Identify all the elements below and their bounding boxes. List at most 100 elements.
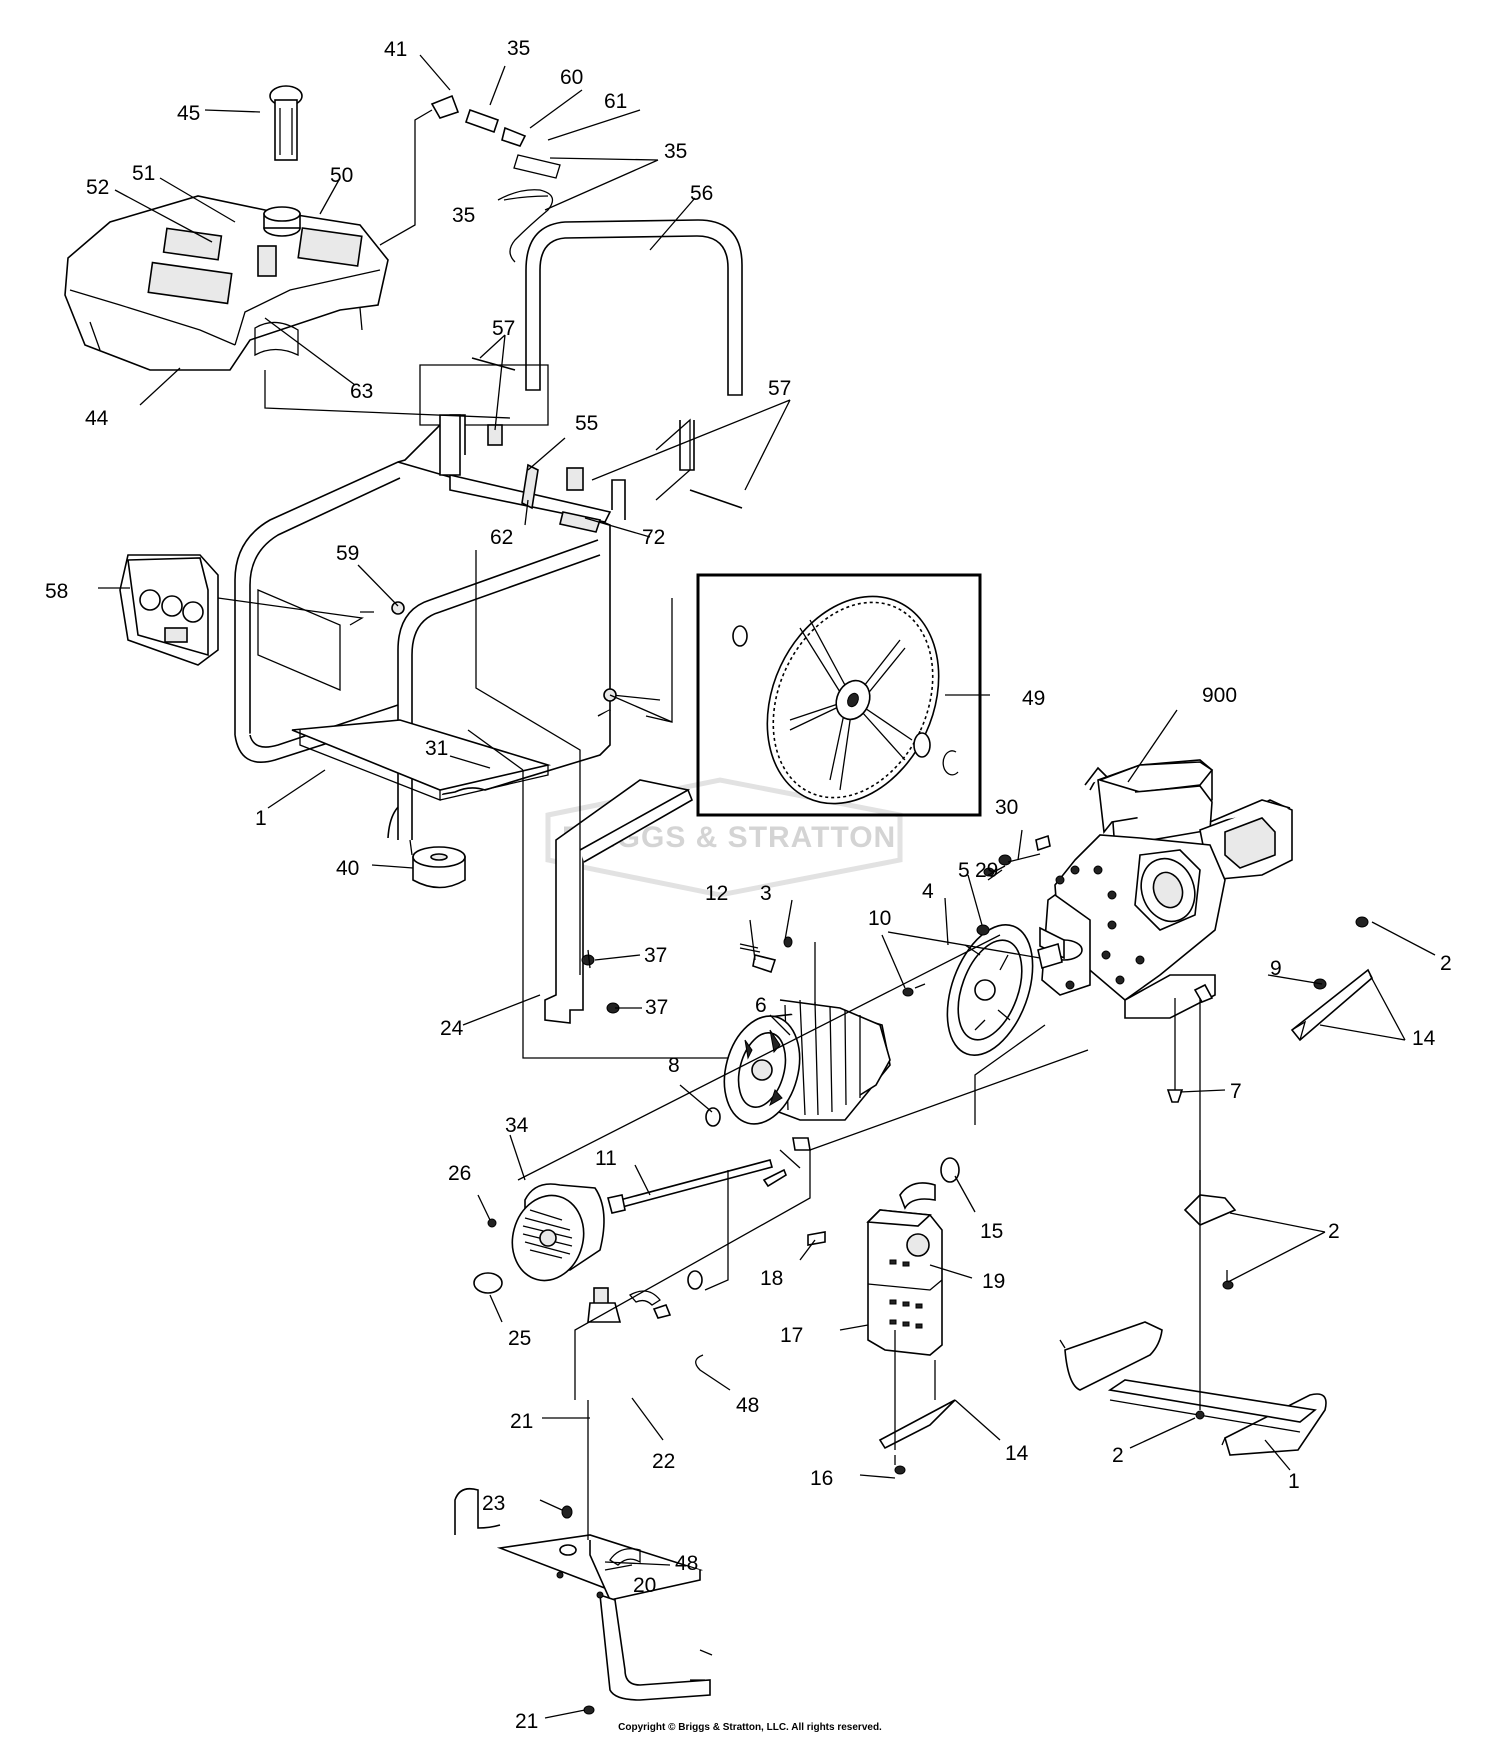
callout-1: 1 <box>255 807 267 830</box>
gasket-15 <box>940 1157 960 1183</box>
callout-57: 57 <box>768 377 791 400</box>
callout-37: 37 <box>645 996 668 1019</box>
frame-bracket-72 <box>559 511 602 533</box>
fuel-gauge <box>269 85 303 161</box>
leader-31 <box>467 729 524 771</box>
leader-fuel-line <box>379 109 433 246</box>
callout-55: 55 <box>575 412 598 435</box>
engine-900 <box>1039 759 1293 1019</box>
callout-2: 2 <box>1328 1220 1340 1243</box>
baffle-24 <box>544 779 694 1024</box>
callout-35: 35 <box>664 140 687 163</box>
callout-56: 56 <box>690 182 713 205</box>
leader-box-57b <box>655 418 691 501</box>
callout-4: 4 <box>922 880 934 903</box>
callout-59: 59 <box>336 542 359 565</box>
callout-50: 50 <box>330 164 353 187</box>
callout-labels: 41 35 60 61 35 35 45 52 51 50 56 57 57 6… <box>45 37 1452 1733</box>
frame-bracket-62 <box>521 463 539 510</box>
handle-bolt <box>471 357 743 509</box>
callout-41: 41 <box>384 38 407 61</box>
fuel-tank <box>64 195 389 371</box>
callout-9: 9 <box>1270 957 1282 980</box>
end-cap-25 <box>473 1272 503 1294</box>
leader-frame-a <box>475 550 581 975</box>
callout-11: 11 <box>595 1147 617 1170</box>
callout-5: 5 <box>958 859 970 882</box>
rubber-foot <box>412 846 466 889</box>
callout-20: 20 <box>633 1574 656 1597</box>
leader-tank <box>264 370 511 419</box>
frame-rail-left-lower <box>454 1487 713 1701</box>
control-panel <box>119 554 405 666</box>
fuel-valve-and-line <box>430 94 561 263</box>
washer-8 <box>705 1107 721 1127</box>
copyright-notice: Copyright © Briggs & Stratton, LLC. All … <box>618 1722 882 1733</box>
callout-31: 31 <box>425 737 448 760</box>
callout-60: 60 <box>560 66 583 89</box>
callout-1: 1 <box>1288 1470 1300 1493</box>
callout-35: 35 <box>452 204 475 227</box>
callout-35: 35 <box>507 37 530 60</box>
callout-49: 49 <box>1022 687 1045 710</box>
callout-18: 18 <box>760 1267 783 1290</box>
callout-48: 48 <box>736 1394 759 1417</box>
callout-72: 72 <box>642 526 665 549</box>
callout-57: 57 <box>492 317 515 340</box>
callout-14: 14 <box>1412 1027 1436 1050</box>
callout-7: 7 <box>1230 1080 1242 1103</box>
callout-40: 40 <box>336 857 359 880</box>
through-bolt-11 <box>607 1159 773 1214</box>
callout-63: 63 <box>350 380 373 403</box>
callout-61: 61 <box>604 90 627 113</box>
callout-19: 19 <box>982 1270 1005 1293</box>
callout-14: 14 <box>1005 1442 1029 1465</box>
muffler-pipe <box>899 1182 936 1210</box>
leader-frame-24 <box>522 770 816 1059</box>
callout-23: 23 <box>482 1492 505 1515</box>
leader-box-57 <box>419 364 549 426</box>
muffler-17 <box>866 1209 943 1356</box>
callout-51: 51 <box>132 162 155 185</box>
callout-30: 30 <box>995 796 1018 819</box>
callout-29: 29 <box>975 859 998 882</box>
callout-52: 52 <box>86 176 109 199</box>
callout-34: 34 <box>505 1114 529 1137</box>
callout-26: 26 <box>448 1162 471 1185</box>
axle-and-bracket <box>603 598 673 723</box>
callout-58: 58 <box>45 580 68 603</box>
callout-6: 6 <box>755 994 767 1017</box>
callout-3: 3 <box>760 882 772 905</box>
callout-16: 16 <box>810 1467 833 1490</box>
callout-24: 24 <box>440 1017 464 1040</box>
fuel-cap <box>257 245 277 277</box>
callout-10: 10 <box>868 907 891 930</box>
end-cover-34 <box>511 1183 605 1282</box>
callout-62: 62 <box>490 526 513 549</box>
frame <box>234 414 626 856</box>
callout-48: 48 <box>675 1552 698 1575</box>
callout-25: 25 <box>508 1327 531 1350</box>
callout-12: 12 <box>705 882 728 905</box>
alignment-lines <box>517 931 1201 1540</box>
frame-rail-right <box>1059 1194 1327 1456</box>
wheel-kit-box <box>696 573 982 817</box>
callout-37: 37 <box>644 944 667 967</box>
callout-900: 900 <box>1202 684 1237 707</box>
callout-17: 17 <box>780 1324 803 1347</box>
bracket-14-lower <box>878 1399 956 1450</box>
hardware <box>487 834 1369 1715</box>
callout-21: 21 <box>510 1410 533 1433</box>
callout-22: 22 <box>652 1450 675 1473</box>
callout-2: 2 <box>1440 952 1452 975</box>
muffler-holes <box>889 1259 923 1329</box>
callout-21: 21 <box>515 1710 538 1733</box>
engine-shaft <box>1037 942 1063 970</box>
callout-8: 8 <box>668 1054 680 1077</box>
leader-lines <box>98 54 1436 1719</box>
stator-6 <box>723 999 891 1151</box>
callout-45: 45 <box>177 102 200 125</box>
adapter-4 <box>946 923 1034 1057</box>
callout-15: 15 <box>980 1220 1003 1243</box>
